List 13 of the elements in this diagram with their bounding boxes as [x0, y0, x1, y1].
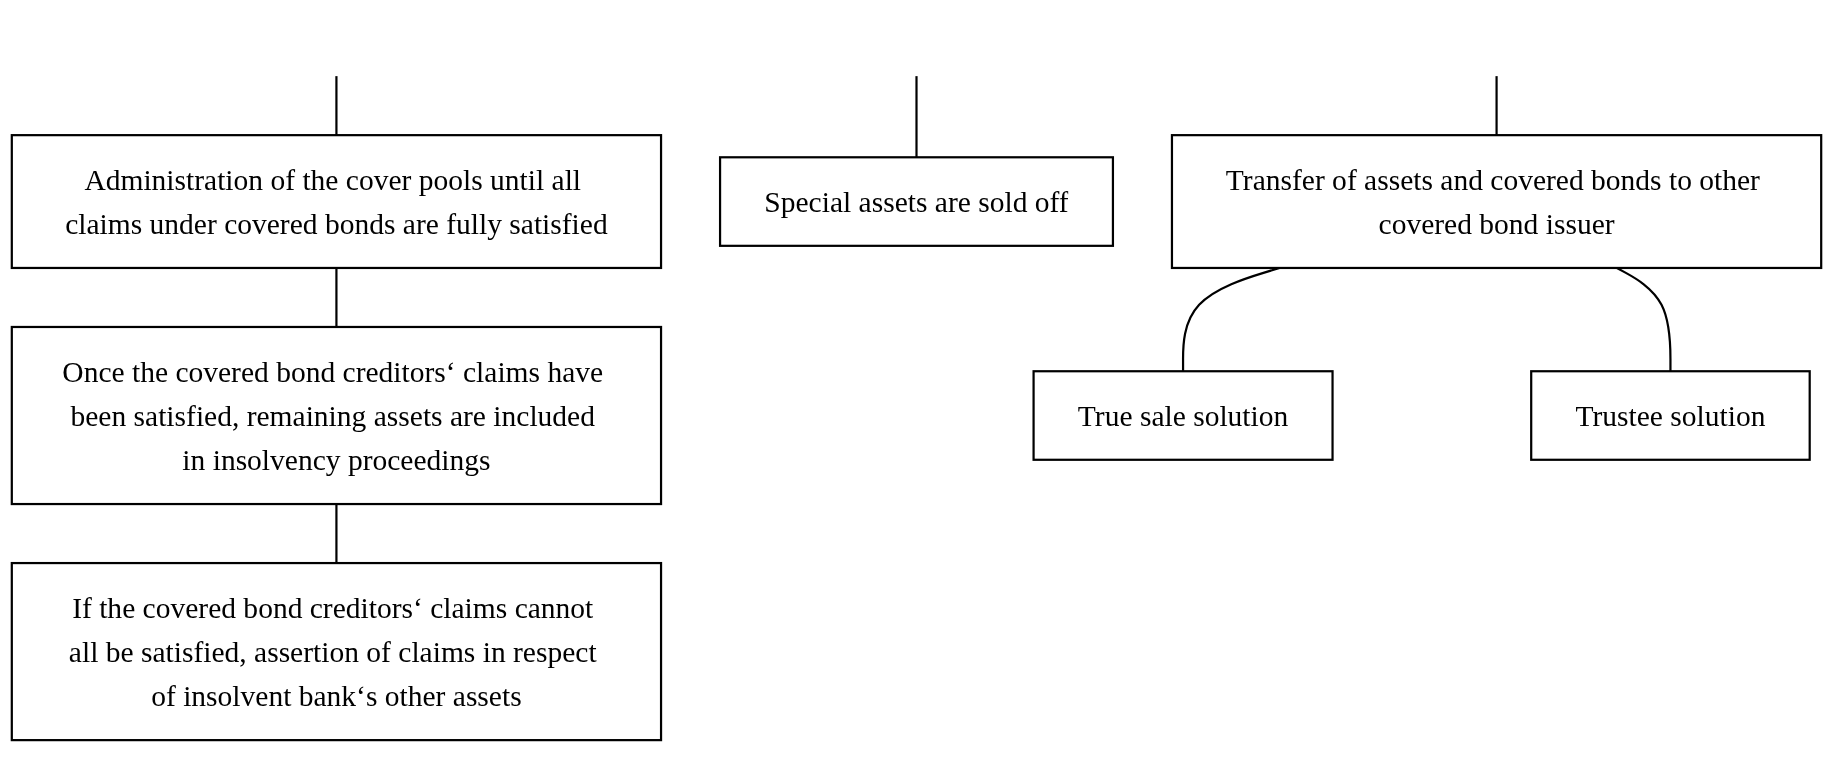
connector — [335, 504, 338, 564]
connector — [1616, 267, 1672, 372]
node-box: Transfer of assets and covered bonds to other covered bond issuer — [1170, 134, 1823, 270]
node-box: Administration of the cover pools until all claims under covered bonds are fully satisfied — [10, 134, 663, 270]
node-box: Special assets are sold off — [718, 156, 1115, 247]
connector — [335, 76, 338, 136]
node-box: If the covered bond creditors‘ claims cannot all be satisfied, assertion of claims in respect of insolvent bank‘s other assets — [10, 561, 663, 742]
node-box: True sale solution — [1032, 370, 1334, 461]
node-box: Trustee solution — [1530, 370, 1811, 461]
connector — [335, 267, 338, 327]
node-box: Once the covered bond creditors‘ claims have been satisfied, remaining assets are included in insolvency proceedings — [10, 325, 663, 506]
connector — [915, 76, 918, 158]
connector — [1495, 76, 1498, 136]
